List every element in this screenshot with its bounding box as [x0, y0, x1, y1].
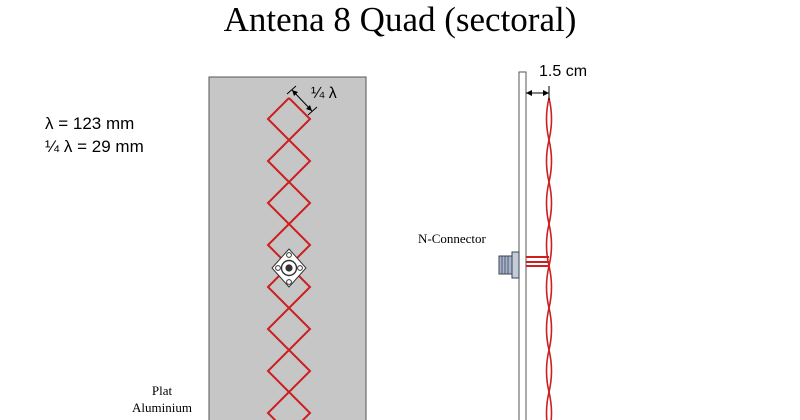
wavelength-text: λ = 123 mm	[45, 114, 135, 133]
plate-label: Plat Aluminium	[112, 382, 212, 416]
connector-mount-front	[271, 248, 307, 288]
quarter-lambda-label: ¼ λ	[311, 85, 337, 102]
spacing-label: 1.5 cm	[539, 63, 588, 80]
n-connector-label: N-Connector	[418, 231, 486, 246]
quarter-wavelength-text: ¼ λ = 29 mm	[45, 137, 144, 156]
quarter-lambda-dimension	[286, 85, 318, 116]
reflector-plate-front	[208, 76, 367, 420]
feed-lines	[526, 256, 549, 267]
wavelength-info: λ = 123 mm ¼ λ = 29 mm	[45, 112, 144, 158]
reflector-plate-side	[518, 71, 527, 420]
n-connector-side	[498, 251, 520, 279]
plate-label-line1: Plat	[151, 383, 173, 398]
plate-label-line2: Aluminium	[132, 400, 192, 415]
spacing-dimension	[526, 86, 550, 100]
diagram-title: Antena 8 Quad (sectoral)	[223, 0, 577, 39]
